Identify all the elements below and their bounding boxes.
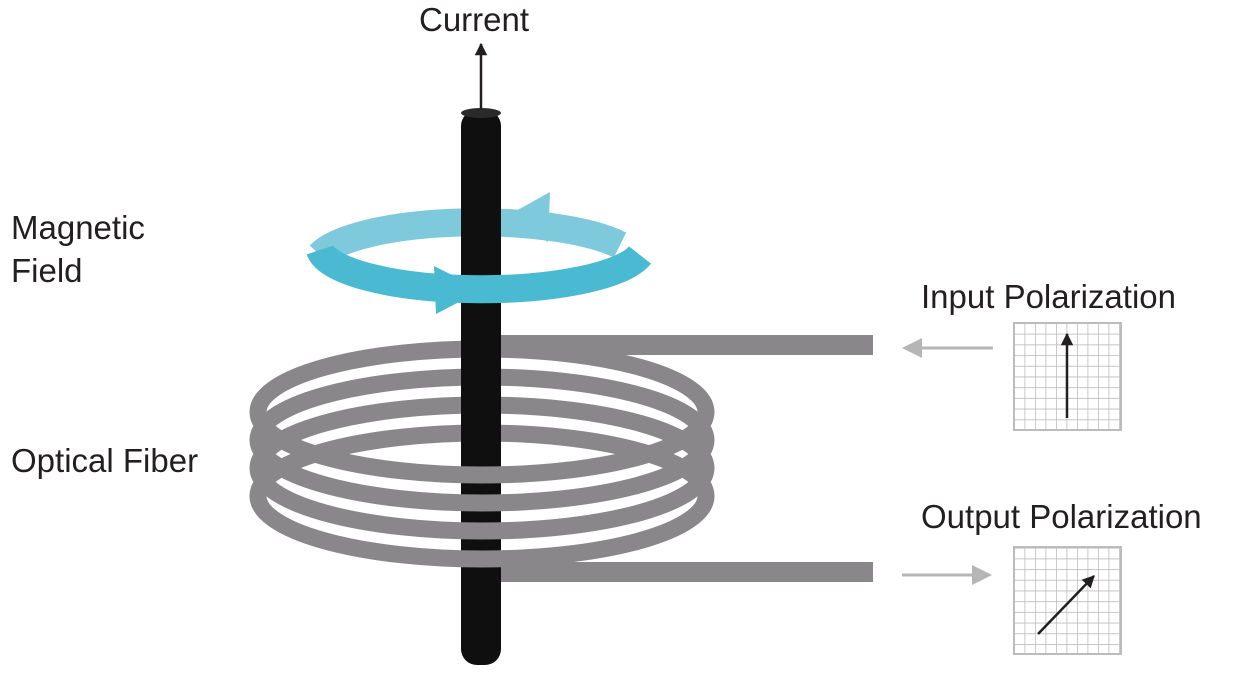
magnetic-field-arrow-icon — [505, 192, 550, 242]
input-polarization-grid — [1013, 322, 1122, 431]
optical-fiber-label: Optical Fiber — [11, 442, 199, 479]
current-wire-top — [461, 108, 501, 118]
magnetic-field-ring-back — [309, 208, 627, 266]
current-wire — [461, 110, 501, 665]
rotated-polarization-vector-icon — [1037, 575, 1095, 635]
optical-fiber-coil-front — [249, 411, 715, 568]
fiber-input-lead — [482, 335, 873, 355]
output-polarization-label: Output Polarization — [921, 498, 1202, 535]
magnetic-field-label-line1: Magnetic — [11, 209, 145, 246]
input-direction-arrow-icon — [902, 338, 993, 358]
current-label: Current — [419, 1, 530, 38]
fiber-output-lead — [482, 562, 873, 582]
magnetic-field-label-line2: Field — [11, 252, 83, 289]
output-polarization-grid — [1013, 546, 1122, 655]
input-polarization-label: Input Polarization — [921, 278, 1176, 315]
output-direction-arrow-icon — [902, 565, 992, 585]
magnetic-field-front-arrow-icon — [434, 266, 482, 314]
